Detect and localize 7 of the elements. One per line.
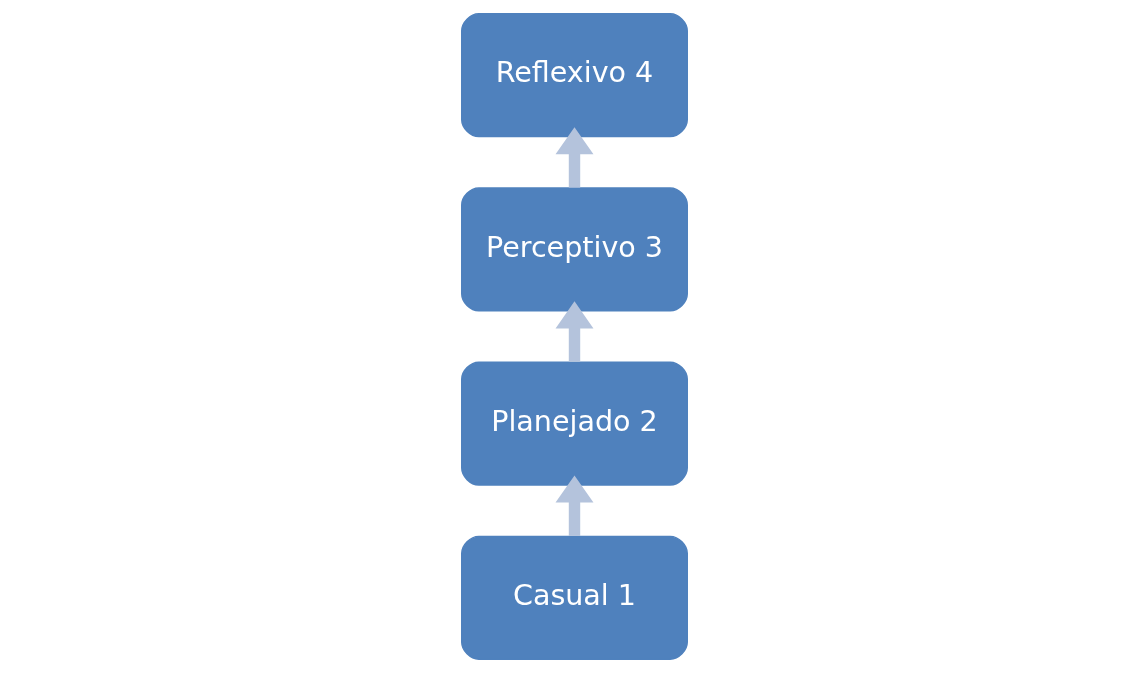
arrow — [555, 301, 593, 362]
node-box: Planejado 2 — [460, 361, 688, 486]
node-box: Reflexivo 4 — [460, 13, 688, 138]
arrow — [555, 127, 593, 188]
arrow — [555, 475, 593, 536]
node-box: Perceptivo 3 — [460, 187, 688, 312]
node-box: Casual 1 — [460, 535, 688, 660]
